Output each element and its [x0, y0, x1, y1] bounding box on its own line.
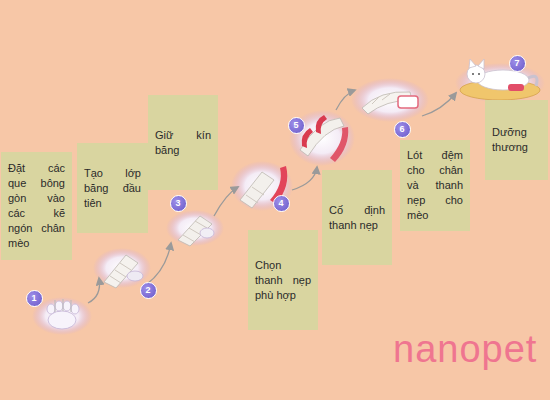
callout-number: 1 — [26, 290, 43, 307]
padding-picture — [351, 78, 429, 122]
bandage-picture — [93, 248, 151, 288]
callout-number: 6 — [394, 121, 411, 138]
picture-part — [189, 228, 201, 235]
picture-part — [240, 172, 274, 208]
picture-part — [183, 235, 195, 242]
step-box: Giữ kín băng — [148, 95, 218, 190]
picture-part — [478, 73, 480, 75]
picture-part — [336, 90, 355, 110]
picture-part — [246, 195, 258, 203]
step-text: Giữ kín băng — [155, 128, 211, 158]
picture-part — [195, 221, 207, 228]
picture-part — [55, 301, 63, 311]
step-box: Đặt các que bông gòn vào các kẽ ngón châ… — [1, 152, 72, 260]
picture-part — [372, 96, 380, 104]
picture-part — [508, 84, 524, 91]
picture-part — [71, 300, 72, 312]
picture-part — [55, 300, 56, 312]
step-box: Dưỡng thương — [485, 100, 548, 180]
step-text: Tạo lớp băng đầu tiên — [84, 166, 141, 211]
picture-part — [469, 59, 476, 68]
picture-part — [127, 271, 143, 281]
picture-part — [382, 94, 390, 100]
step-box: Cố định thanh nẹp — [322, 170, 392, 265]
picture-part — [316, 115, 327, 134]
picture-part — [166, 210, 224, 246]
picture-part — [472, 73, 474, 75]
callout-number: 2 — [140, 282, 157, 299]
picture-part — [455, 63, 545, 103]
step-text: Đặt các que bông gòn vào các kẽ ngón châ… — [8, 161, 65, 251]
picture-part — [351, 78, 429, 122]
brand-watermark: nanopet — [393, 330, 537, 368]
picture-part — [71, 304, 79, 314]
resting-cat-picture — [455, 59, 545, 103]
picture-part — [88, 278, 100, 303]
step-text: Dưỡng thương — [492, 125, 541, 155]
picture-part — [330, 127, 348, 162]
step-box: Lót đệm cho chân và thanh nẹp cho mèo — [400, 140, 470, 231]
splint-picture — [231, 161, 293, 211]
picture-part — [120, 263, 131, 270]
callout-number: 4 — [273, 195, 290, 212]
picture-part — [252, 187, 264, 195]
picture-part — [63, 299, 64, 311]
picture-part — [200, 228, 214, 238]
step-box: Tạo lớp băng đầu tiên — [77, 143, 148, 233]
picture-part — [115, 270, 126, 277]
picture-part — [528, 76, 537, 86]
picture-part — [110, 276, 121, 283]
picture-part — [292, 167, 317, 190]
picture-part — [93, 248, 151, 288]
callout-number: 5 — [288, 117, 305, 134]
step-text: Chọn thanh nẹp phù hợp — [255, 258, 311, 303]
callout-number: 7 — [509, 55, 526, 72]
picture-part — [214, 187, 238, 216]
picture-part — [231, 161, 293, 211]
picture-part — [398, 96, 418, 108]
picture-part — [63, 301, 71, 311]
wrapped-leg-picture — [166, 210, 224, 246]
step-box: Chọn thanh nẹp phù hợp — [248, 230, 318, 330]
picture-part — [302, 128, 313, 148]
callout-number: 3 — [170, 195, 187, 212]
step-text: Lót đệm cho chân và thanh nẹp cho mèo — [407, 148, 463, 223]
picture-part — [478, 59, 484, 69]
step-text: Cố định thanh nẹp — [329, 203, 385, 233]
picture-part — [47, 304, 55, 314]
picture-part — [422, 93, 456, 116]
picture-part — [147, 243, 171, 284]
